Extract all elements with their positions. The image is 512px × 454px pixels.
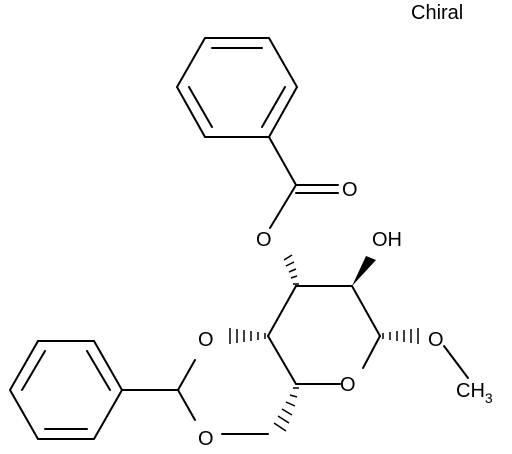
ester-oxygen: O	[256, 229, 272, 251]
acetal-oxygen-lower: O	[198, 428, 214, 450]
benzylidene-phenyl-ring	[8, 340, 124, 440]
benzoyl-phenyl-ring	[175, 37, 299, 138]
c5-hashed-wedge	[273, 387, 299, 432]
c2-solid-wedge	[352, 256, 376, 286]
pyranose-ring	[267, 285, 381, 385]
methyl-carbon: CH3	[456, 380, 493, 406]
methoxy-oxygen: O	[428, 329, 444, 351]
chiral-label: Chiral	[411, 2, 464, 24]
ring-oxygen: O	[340, 374, 356, 396]
methoxy-bond	[443, 345, 469, 379]
carbonyl-oxygen: O	[342, 179, 358, 201]
dioxane-ring	[177, 359, 269, 435]
c4-hashed-wedge	[229, 328, 266, 344]
acetal-oxygen-upper: O	[198, 329, 214, 351]
c3-hashed-wedge	[283, 254, 299, 287]
hydroxyl-group: OH	[372, 229, 402, 251]
ester-bonds	[268, 136, 339, 229]
c1-hashed-wedge	[382, 328, 419, 344]
